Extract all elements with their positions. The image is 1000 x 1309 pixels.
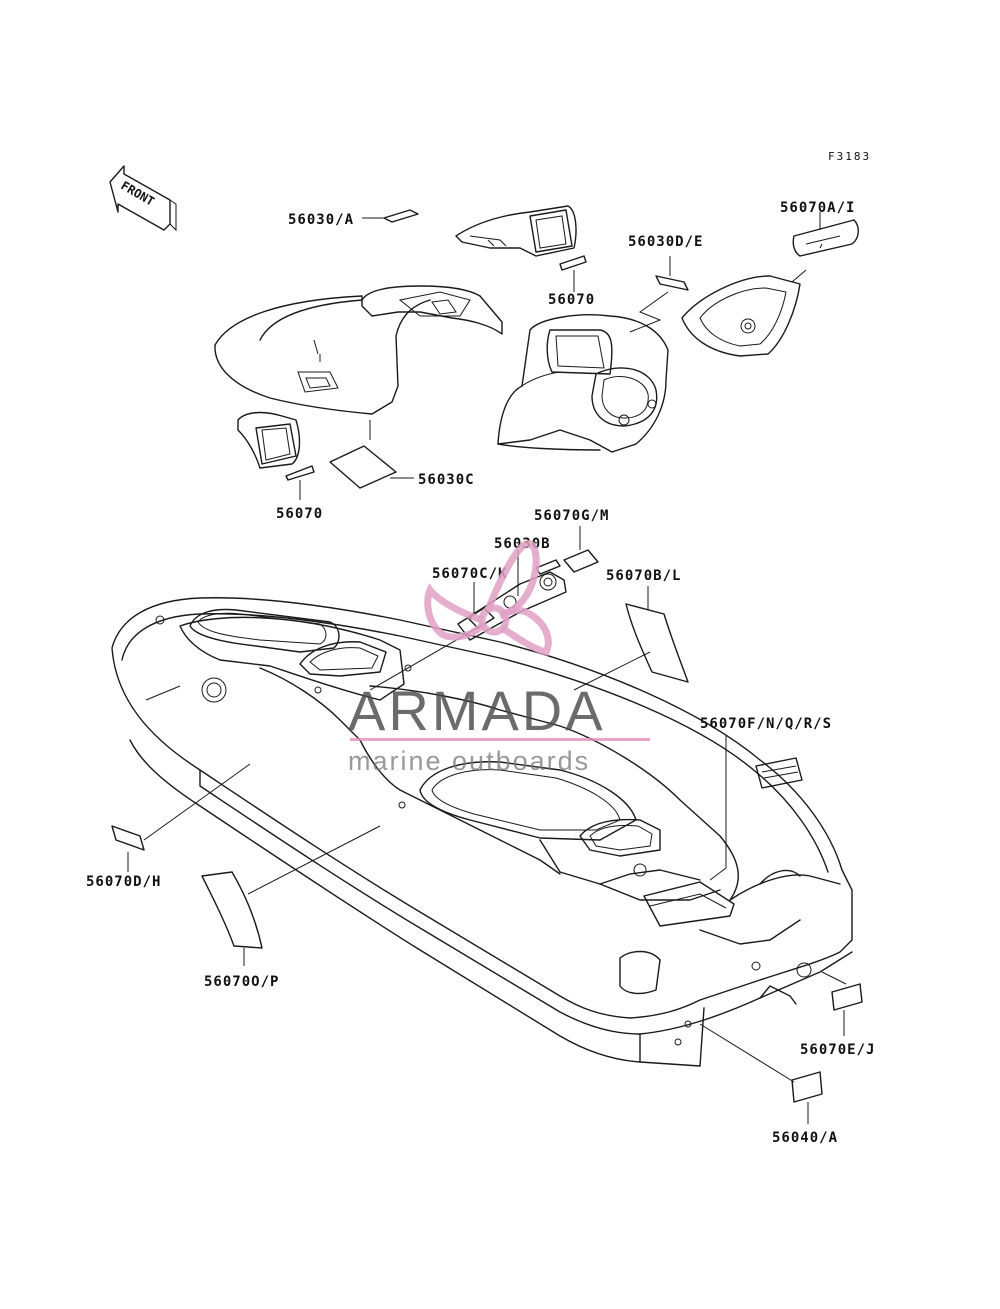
callout-56040-a: 56040/A [772, 1130, 838, 1146]
top-mirror-part [455, 205, 577, 257]
propeller-logo-icon [424, 540, 552, 656]
front-label: FRONT [119, 178, 157, 208]
label-sheet-56070-left [285, 465, 315, 481]
label-sheet-56070f [755, 757, 803, 789]
callout-56030-a: 56030/A [288, 212, 354, 228]
label-sheet-56030c [329, 445, 397, 489]
instrument-console-part [497, 314, 669, 453]
label-sheet-56070e-j [831, 983, 863, 1011]
callout-56070d-h: 56070D/H [86, 874, 161, 890]
label-sheet-56040-a [791, 1071, 823, 1103]
label-sheet-56070g-m [563, 549, 599, 573]
label-sheet-56070d-h [111, 825, 145, 851]
label-sheet-56070c-k [467, 607, 495, 629]
hull-part [111, 597, 853, 1067]
callout-56030c: 56030C [418, 472, 475, 488]
callout-56070e-j: 56070E/J [800, 1042, 875, 1058]
label-sheet-56070b-l [625, 603, 689, 683]
callout-56070f-n-q-r-s: 56070F/N/Q/R/S [700, 716, 832, 732]
hood-cover-part [681, 275, 801, 357]
label-sheet-56030d-e [655, 275, 689, 291]
callout-56070-left: 56070 [276, 506, 323, 522]
callout-56070c-k: 56070C/K [432, 566, 507, 582]
watermark-brand: ARMADA [348, 679, 606, 742]
grip-cap-part [792, 219, 859, 257]
watermark-rule [350, 738, 650, 741]
callout-56070a-i: 56070A/I [780, 200, 855, 216]
callout-56070g-m: 56070G/M [534, 508, 609, 524]
callout-56030d-e: 56030D/E [628, 234, 703, 250]
upper-leader-lines [299, 212, 821, 500]
callout-56070o-p: 56070O/P [204, 974, 279, 990]
callout-56070b-l: 56070B/L [606, 568, 681, 584]
armada-watermark: ARMADA marine outboards [348, 540, 650, 776]
label-sheet-56030-a [383, 209, 419, 223]
handlebar-pad-part [457, 571, 567, 641]
callout-56070-top: 56070 [548, 292, 595, 308]
seat-cowl-part [214, 285, 503, 415]
figure-reference: F3183 [828, 150, 871, 163]
label-sheet-56070-top [559, 255, 587, 271]
front-arrow-icon: FRONT [109, 165, 177, 232]
label-sheet-56070o-p [201, 871, 263, 949]
left-mirror-part [237, 411, 301, 469]
watermark-tagline: marine outboards [348, 746, 590, 776]
